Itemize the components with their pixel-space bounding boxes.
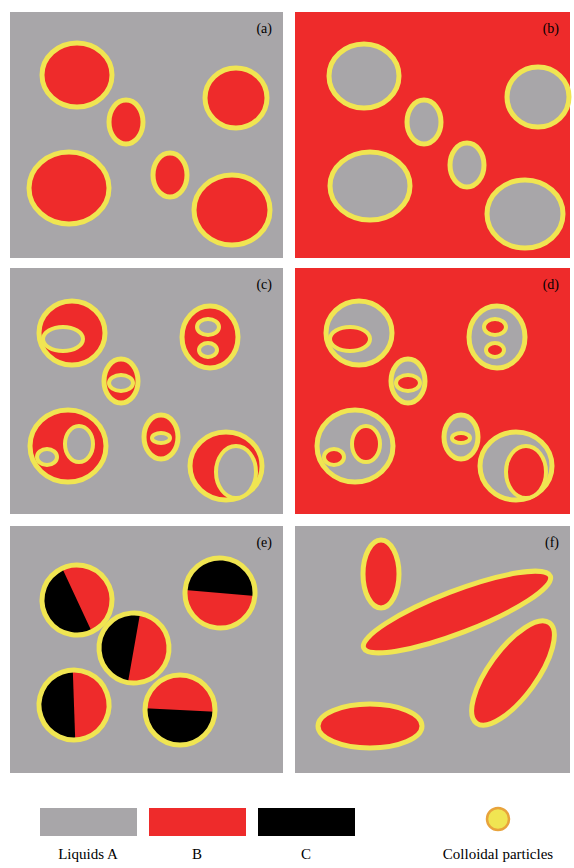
panel-label: (f) [545,536,559,550]
legend-swatch [258,808,355,836]
legend-text: Liquids A [58,847,118,862]
legend-swatch [40,808,137,836]
legend-swatch [149,808,246,836]
legend-text: B [192,847,202,862]
legend-text: Colloidal particles [443,847,553,862]
panel-label: (c) [256,278,272,292]
legend-text: C [301,847,311,862]
panel-label: (e) [256,536,272,550]
panel-label: (b) [543,22,559,36]
panel-label: (d) [543,278,559,292]
panel-label: (a) [256,22,272,36]
